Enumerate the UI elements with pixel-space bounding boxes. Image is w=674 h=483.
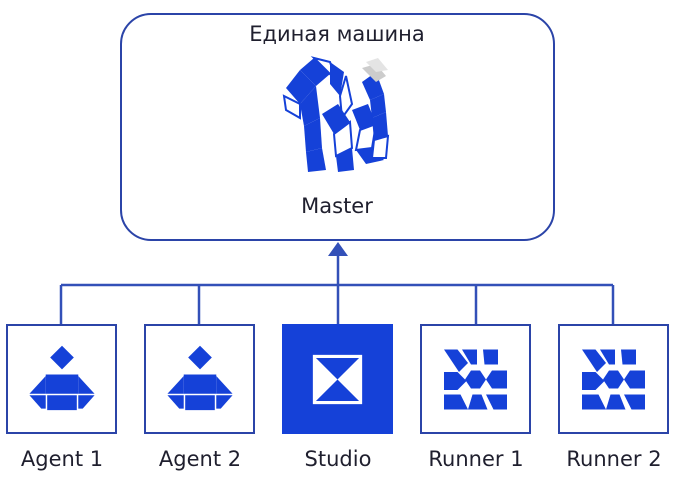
node-agent-2: [144, 324, 255, 434]
hourglass-icon: [299, 341, 376, 418]
node-runner-2: [558, 324, 669, 434]
node-runner-1: [420, 324, 531, 434]
node-agent-1: [6, 324, 117, 434]
master-label: Master: [301, 194, 373, 218]
runner-icon: [444, 349, 507, 410]
agent-2-label: Agent 2: [158, 447, 242, 471]
runner-1-label: Runner 1: [428, 447, 524, 471]
master-machine-title: Единая машина: [249, 22, 425, 46]
node-studio: [282, 324, 393, 434]
studio-label: Studio: [304, 447, 372, 471]
arrow-head-to-master: [328, 242, 348, 256]
connector-lines: [59, 254, 615, 325]
agent-1-label: Agent 1: [20, 447, 104, 471]
snake-puzzle-icon: [282, 56, 390, 172]
runner-2-label: Runner 2: [566, 447, 662, 471]
runner-icon: [582, 349, 645, 410]
